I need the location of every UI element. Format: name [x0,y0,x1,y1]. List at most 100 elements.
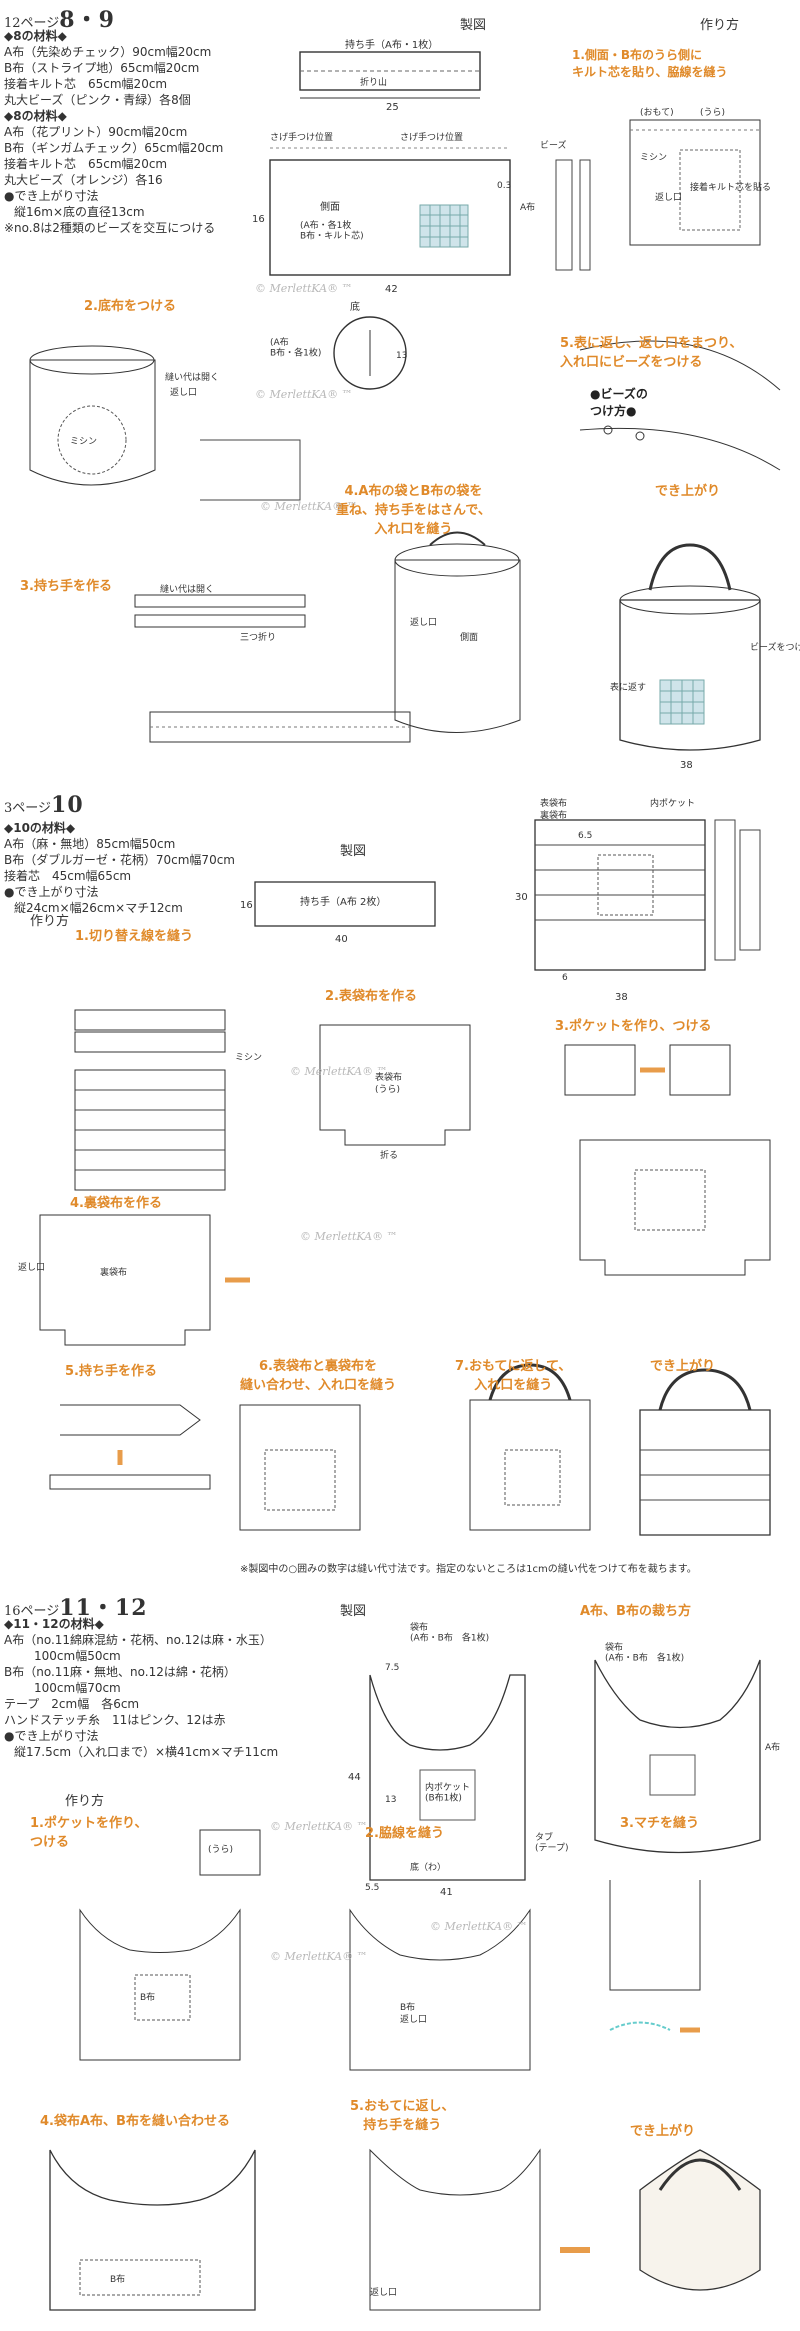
dim-7-5: 7.5 [385,1663,399,1673]
step-5: 5.表に返し、返し口をまつり、 入れ口にビーズをつける [560,336,743,370]
beads-method-title: ●ビーズの つけ方● [590,387,648,418]
page-number: 16ページ [4,1604,60,1619]
item-numbers: 8・9 [59,7,115,33]
material-item: 接着芯 45cm幅65cm [4,869,132,883]
size-value: 縦17.5cm（入れ口まで）×横41cm×マチ11cm [14,1745,279,1759]
seam-open-label: 縫い代は開く [165,371,219,383]
step-1: 1.切り替え線を縫う [75,929,193,944]
watermark: © MerlettKA® ™ [270,1950,368,1963]
page-header: 16ページ11・12 [4,1590,148,1622]
interfacing-label: 接着キルト芯を貼る [690,181,771,193]
handle-label: 持ち手（A布・1枚） [345,38,438,51]
bag-body-label: 袋布(A布・B布 各1枚) [605,1641,684,1663]
size-heading: ●でき上がり寸法 [4,1729,99,1743]
lining-label: 裏袋布 [540,809,567,821]
turn-out-label: 表に返す [610,681,646,693]
finished-heading: でき上がり [655,484,721,499]
page-number: 3ページ [4,801,52,816]
step-4: 4.裏袋布を作る [70,1196,162,1211]
step-4: 4.A布の袋とB布の袋を 重ね、持ち手をはさんで、 入れ口を縫う [336,484,491,537]
fold-label: 折り山 [360,76,387,88]
handle-position-label: さげ手つけ位置 [400,131,463,143]
stitch-label: ミシン [235,1053,262,1063]
watermark: © MerlettKA® ™ [300,1230,398,1243]
material-item: 接着キルト芯 65cm幅20cm [4,157,168,171]
step-3: 3.ポケットを作り、つける [555,1019,712,1034]
outer-bag-label: 表袋布 [375,1071,402,1083]
stitch-label: ミシン [640,153,667,163]
page-number: 12ページ [4,16,60,31]
instructions-heading: 作り方 [700,18,740,33]
dim-42: 42 [385,284,398,295]
watermark: © MerlettKA® ™ [260,500,358,513]
inner-pocket-label: 内ポケット [650,797,695,809]
section-8-9: 12ページ8・9 ◆8の材料◆ A布（先染めチェック）90cm幅20cm B布（… [0,0,800,771]
drafting-heading: 製図 [460,18,487,33]
material-item: B布（ダブルガーゼ・花柄）70cm幅70cm [4,853,235,867]
dim-13: 13 [385,1795,396,1805]
materials-title: ◆10の材料◆ [4,821,76,835]
step-2: 2.脇線を縫う [365,1826,444,1841]
drafting-heading: 製図 [340,844,367,859]
b-fabric-label: B布 [140,1991,155,2003]
beads-label: ビーズ [540,139,567,151]
instructions-heading: 作り方 [30,914,70,929]
dim-38: 38 [615,992,628,1003]
step-3: 3.マチを縫う [620,1816,699,1831]
section-11-12: 16ページ11・12 ◆11・12の材料◆ A布（no.11綿麻混紡・花柄、no… [0,1590,800,2331]
materials-title: ◆8の材料◆ [4,109,67,123]
dim-41: 41 [440,1887,453,1898]
dim-16: 16 [252,214,265,225]
material-item: ハンドステッチ糸 11はピンク、12は赤 [4,1713,226,1727]
dim-38: 38 [680,760,693,771]
size-value: 縦24cm×幅26cm×マチ12cm [14,901,183,915]
materials-list: ◆10の材料◆ A布（麻・無地）85cm幅50cm B布（ダブルガーゼ・花柄）7… [4,820,304,916]
dim-0-3: 0.3 [497,181,511,191]
wrong-side-label: (うら) [208,1844,233,1855]
dim-30: 30 [515,892,528,903]
materials-list: ◆8の材料◆ A布（先染めチェック）90cm幅20cm B布（ストライプ地）65… [4,28,264,236]
watermark: © MerlettKA® ™ [290,1065,388,1078]
page-header: 3ページ10 [4,792,84,818]
side-label: 側面 [320,200,340,213]
opening-label: 返し口 [170,386,197,398]
inner-pocket-label: 内ポケット(B布1枚) [425,1781,470,1803]
step-3: 3.持ち手を作る [20,579,112,594]
step-5: 5.おもてに返し、 持ち手を縫う [350,2099,455,2133]
step-2: 2.表袋布を作る [325,989,417,1004]
b-fabric-label: B布 [110,2273,125,2285]
watermark: © MerlettKA® ™ [255,282,353,295]
watermark: © MerlettKA® ™ [255,388,353,401]
material-item: 丸大ビーズ（オレンジ）各16 [4,173,163,187]
dim-5-5: 5.5 [365,1883,379,1893]
material-item: B布（ストライプ地）65cm幅20cm [4,61,200,75]
instructions-heading: 作り方 [65,1794,105,1809]
item-numbers: 11・12 [59,1595,148,1621]
pattern-diagram-11-12: 袋布(A布・B布 各1枚) 内ポケット(B布1枚) 底（わ） タブ(テープ) 4… [49,1621,780,2311]
handle-label: 持ち手（A布 2枚） [300,895,386,908]
dim-25: 25 [386,102,399,113]
outer-bag-label: 表袋布 [540,797,567,809]
dim-13: 13 [396,351,407,361]
step-2: 2.底布をつける [84,299,176,314]
dim-16: 16 [240,900,253,911]
seam-allowance-note: ※製図中の○囲みの数字は縫い代寸法です。指定のないところは1cmの縫い代をつけて… [240,1564,697,1575]
material-item: A布（麻・無地）85cm幅50cm [4,837,176,851]
cutting-heading: A布、B布の裁ち方 [580,1604,691,1619]
step-7: 7.おもてに返して、 入れ口を縫う [455,1359,572,1393]
bottom-label: 底 [350,300,360,313]
a-fabric-label: A布 [765,1741,780,1753]
dim-6-5: 6.5 [578,831,592,841]
step-4: 4.袋布A布、B布を縫い合わせる [40,2114,230,2129]
pattern-diagram-10: 持ち手（A布 2枚） 40 16 表袋布 裏袋布 内ポケット 38 30 6.5… [18,797,771,1536]
step-6: 6.表袋布と裏袋布を 縫い合わせ、入れ口を縫う [240,1359,397,1393]
handle-position-label: さげ手つけ位置 [270,131,333,143]
item-numbers: 10 [51,792,84,818]
size-heading: ●でき上がり寸法 [4,885,99,899]
size-value: 縦16m×底の直径13cm [14,205,145,219]
material-item: B布（ギンガムチェック）65cm幅20cm [4,141,224,155]
section-10: 3ページ10 ◆10の材料◆ A布（麻・無地）85cm幅50cm B布（ダブルガ… [0,770,800,1590]
b-fabric-label: B布 [400,2001,415,2013]
